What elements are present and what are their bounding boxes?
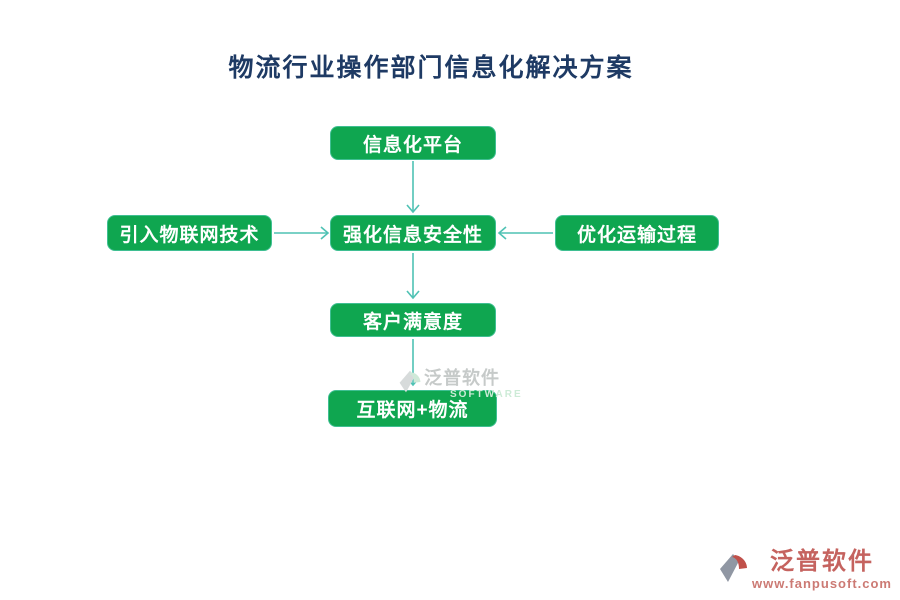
arrow-security-to-satisfaction <box>406 253 420 300</box>
node-customer-satisfaction-label: 客户满意度 <box>362 311 463 333</box>
brand-logo-icon <box>719 554 747 582</box>
page-title: 物流行业操作部门信息化解决方案 <box>228 54 634 82</box>
node-internet-logistics-label: 互联网+物流 <box>356 400 469 421</box>
node-info-security-label: 强化信息安全性 <box>342 224 483 246</box>
arrow-satisfaction-to-internet <box>406 339 420 387</box>
arrow-transport-to-security <box>497 226 553 240</box>
arrow-platform-to-security <box>406 161 420 214</box>
node-iot-tech: 引入物联网技术 <box>107 215 272 251</box>
node-info-platform: 信息化平台 <box>330 126 496 160</box>
brand-footer: 泛普软件 www.fanpusoft.com <box>719 550 892 590</box>
arrow-iot-to-security <box>274 226 330 240</box>
node-customer-satisfaction: 客户满意度 <box>330 303 496 337</box>
node-internet-logistics: 互联网+物流 <box>328 390 497 427</box>
brand-name: 泛普软件 <box>769 548 874 575</box>
watermark-text-cn: 泛普软件 <box>424 368 500 388</box>
node-transport-optimize: 优化运输过程 <box>555 215 719 251</box>
node-iot-tech-label: 引入物联网技术 <box>119 224 260 246</box>
node-info-platform-label: 信息化平台 <box>362 134 463 156</box>
brand-website: www.fanpusoft.com <box>751 576 892 591</box>
node-transport-optimize-label: 优化运输过程 <box>576 224 697 246</box>
node-info-security: 强化信息安全性 <box>330 215 496 251</box>
